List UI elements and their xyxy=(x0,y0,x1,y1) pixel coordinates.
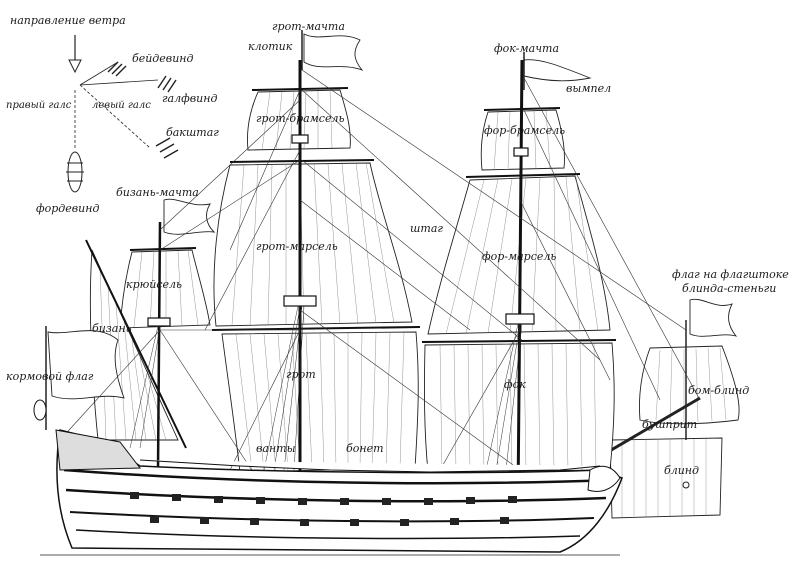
label-stay: штаг xyxy=(410,222,443,235)
stern-lantern xyxy=(33,399,47,421)
label-blind: блинд xyxy=(664,464,699,477)
flags xyxy=(45,30,738,430)
label-fore-topgallant: фор-брамсель xyxy=(484,124,565,137)
label-port-tack: левый галс xyxy=(92,100,151,111)
rigging xyxy=(59,69,701,476)
label-main-mast: грот-мачта xyxy=(272,20,345,33)
label-starboard-tack: правый галс xyxy=(6,100,72,111)
label-flagstaff-flag-line1: флаг на флагштоке xyxy=(672,268,789,281)
broad-reach-ship-icon xyxy=(155,137,179,159)
label-wind-direction: направление ветра xyxy=(10,14,126,27)
label-main-topgallant: грот-брамсель xyxy=(256,112,344,125)
label-bonnet: бонет xyxy=(346,442,384,455)
label-pennant: вымпел xyxy=(566,82,611,95)
running-ship-icon xyxy=(66,151,84,193)
bom-blind-sail xyxy=(639,320,740,440)
label-main-topsail: грот-марсель xyxy=(256,240,338,253)
label-fore-mast: фок-мачта xyxy=(494,42,559,55)
label-main-course: грот xyxy=(286,368,316,381)
shrouds xyxy=(129,305,523,471)
label-shrouds: ванты xyxy=(256,442,296,455)
label-stern-flag: кормовой флаг xyxy=(6,370,94,383)
labels: направление ветра бейдевинд галфвинд пра… xyxy=(6,14,789,477)
close-hauled-ship-icon xyxy=(107,61,127,77)
label-running: фордевинд xyxy=(36,202,99,215)
masts xyxy=(85,59,524,501)
label-mizzen: бизань xyxy=(92,322,132,335)
sail-seams xyxy=(99,89,599,473)
label-broad-reach: бакштаг xyxy=(166,126,219,139)
label-mizzen-mast: бизань-мачта xyxy=(116,186,199,199)
blind-sail xyxy=(609,437,723,519)
label-bom-blind: бом-блинд xyxy=(688,384,749,397)
label-fore-topsail: фор-марсель xyxy=(482,250,556,263)
label-fore-course: фок xyxy=(504,378,526,391)
label-close-hauled: бейдевинд xyxy=(132,52,194,65)
wind-inset xyxy=(66,35,179,193)
label-bowsprit: бушприт xyxy=(642,418,697,431)
yards xyxy=(129,87,617,343)
label-cross-jack: крюйсель xyxy=(126,278,182,291)
gunports xyxy=(130,492,517,526)
figurehead xyxy=(587,465,621,492)
label-truck: клотик xyxy=(248,40,293,53)
label-beam-reach: галфвинд xyxy=(162,92,217,105)
label-flagstaff-flag-line2: блинда-стеньги xyxy=(682,282,776,295)
beam-reach-ship-icon xyxy=(157,75,177,93)
hull xyxy=(55,429,623,553)
